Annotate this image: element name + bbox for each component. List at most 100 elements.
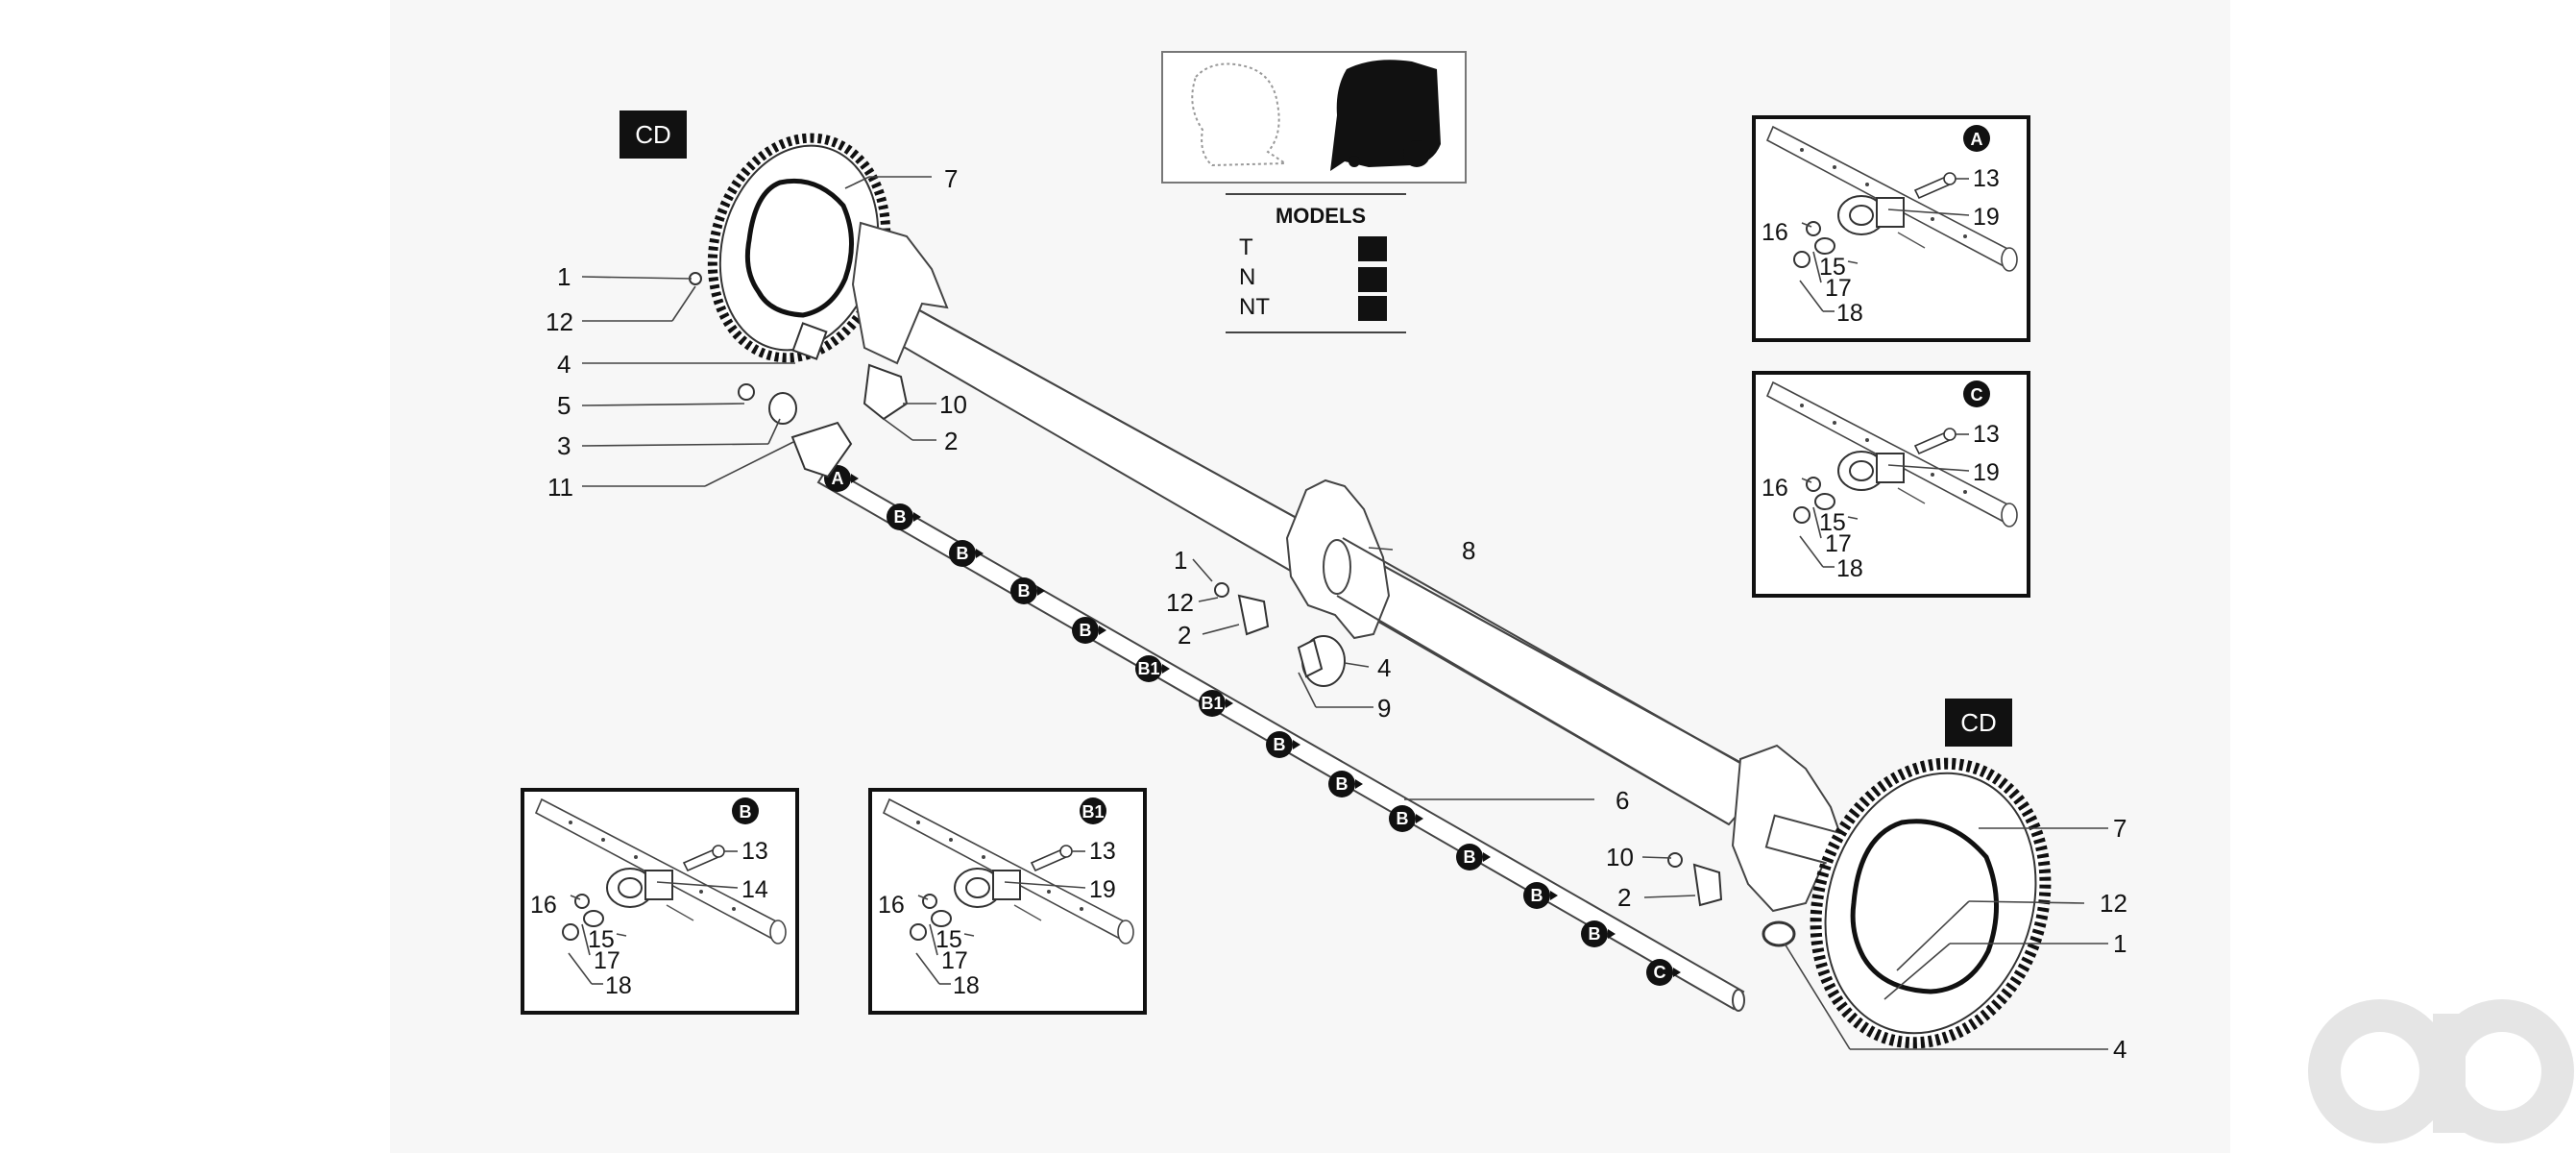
bearing-badge-label: B1 [1201, 694, 1223, 713]
callout-12-left: 12 [546, 307, 573, 336]
model-n-checkbox [1358, 267, 1387, 292]
inset-callout-19: 19 [1973, 204, 2000, 231]
inset-callout-18: 18 [953, 972, 980, 999]
inset-bearing-assembly [1793, 195, 1926, 268]
inset-badge: B1 [1080, 797, 1106, 824]
inset-badge: C [1963, 380, 1990, 407]
bearing-badge-label: B [1464, 847, 1476, 867]
inset-badge: B [732, 797, 759, 824]
left-sprocket-gear [707, 133, 891, 363]
left-hub-parts [689, 272, 909, 478]
models-title: MODELS [1276, 204, 1366, 228]
callout-2-left: 2 [944, 427, 958, 455]
callout-3: 3 [557, 431, 571, 460]
callout-4-middle: 4 [1377, 653, 1391, 682]
left-support-disc [851, 221, 949, 365]
bearing-badge-c: C [1646, 959, 1681, 986]
callout-2-middle: 2 [1178, 621, 1191, 650]
bearing-badge-b: B [887, 503, 921, 530]
callout-4-right: 4 [2113, 1035, 2126, 1064]
bearing-badge-label: B [957, 544, 969, 563]
bearing-badge-b: B [1266, 731, 1300, 758]
bearing-badge-label: B [1274, 735, 1286, 754]
right-hub-parts [1667, 852, 1796, 947]
inset-callout-16: 16 [1762, 475, 1788, 502]
inset-callout-15: 15 [1819, 254, 1846, 281]
callout-12-middle: 12 [1166, 588, 1194, 617]
callout-7-right: 7 [2113, 814, 2126, 843]
machine-thumbnail [1161, 51, 1467, 184]
callout-6: 6 [1616, 786, 1629, 815]
inset-callout-16: 16 [530, 892, 557, 919]
middle-hub-parts [1214, 582, 1346, 687]
model-nt-checkbox [1358, 296, 1387, 321]
cd-tag-left: CD [620, 110, 687, 159]
model-code-t: T [1239, 234, 1253, 260]
inset-callout-13: 13 [1089, 838, 1116, 865]
bearing-badge-label: B [1397, 809, 1409, 828]
inset-callout-15: 15 [1819, 509, 1846, 536]
inset-callout-17: 17 [941, 947, 968, 974]
callout-10-left: 10 [939, 390, 967, 419]
bearing-badge-label: A [832, 469, 844, 488]
inset-badge-label: B [740, 802, 752, 822]
bearing-badge-label: B [1080, 621, 1092, 640]
middle-support-disc [1285, 478, 1768, 825]
inset-callout-18: 18 [605, 972, 632, 999]
inset-callout-17: 17 [1825, 530, 1852, 557]
cd-tag-right-label: CD [1960, 708, 1997, 737]
bearing-badge-label: C [1654, 963, 1666, 982]
inset-callout-16: 16 [1762, 219, 1788, 246]
model-t-checkbox [1358, 236, 1387, 261]
inset-badge-label: C [1971, 385, 1983, 405]
inset-callout-18: 18 [1836, 555, 1863, 582]
inset-callout-13: 13 [1973, 165, 2000, 192]
right-support-disc [1731, 744, 1849, 913]
callout-9: 9 [1377, 694, 1391, 723]
callout-12-right: 12 [2100, 889, 2127, 918]
bearing-badge-label: B [1531, 886, 1543, 905]
bearing-badge-b1: B1 [1199, 690, 1233, 717]
bearing-badge-b: B [1456, 844, 1491, 871]
bearing-badge-b: B [1523, 882, 1558, 909]
right-sprocket-gear [1810, 757, 2052, 1049]
callout-2-right: 2 [1617, 883, 1631, 912]
inset-frame [868, 788, 1147, 1015]
callout-1-left: 1 [557, 262, 571, 291]
cd-tag-left-label: CD [635, 120, 671, 149]
bearing-badge-label: B [1018, 581, 1031, 601]
model-code-n: N [1239, 264, 1255, 290]
bearing-badge-label: B [1589, 924, 1601, 944]
bearing-badge-label: B [1336, 774, 1349, 794]
main-callouts: 1 12 4 5 3 11 7 10 2 1 12 2 8 4 9 6 10 2… [546, 164, 2127, 1064]
bearing-badge-b1: B1 [1135, 655, 1170, 682]
inset-badge-label: B1 [1081, 802, 1104, 822]
inset-callout-16: 16 [878, 892, 905, 919]
bearing-badge-b: B [1581, 920, 1616, 947]
leader-lines [581, 176, 2108, 1050]
inset-bearing-assembly [910, 868, 1042, 941]
watermark-logo [2308, 999, 2574, 1143]
inset-callout-19: 19 [1973, 459, 2000, 486]
bearing-badge-b: B [1389, 805, 1423, 832]
inset-callout-19: 19 [1089, 876, 1116, 903]
inset-callout-15: 15 [936, 926, 962, 953]
callout-11: 11 [547, 473, 573, 502]
bearing-badge-label: B [894, 507, 907, 527]
inset-callout-18: 18 [1836, 300, 1863, 327]
inset-bearing-assembly [562, 868, 694, 941]
bearing-badge-label: B1 [1137, 659, 1159, 678]
callout-7-left: 7 [944, 164, 958, 193]
inset-callout-15: 15 [588, 926, 615, 953]
inset-badge-label: A [1971, 130, 1983, 149]
inset-badge: A [1963, 125, 1990, 152]
inset-callout-17: 17 [1825, 275, 1852, 302]
callout-4-left: 4 [557, 350, 571, 379]
model-code-nt: NT [1239, 294, 1270, 320]
bearing-badge-b: B [1328, 771, 1363, 797]
